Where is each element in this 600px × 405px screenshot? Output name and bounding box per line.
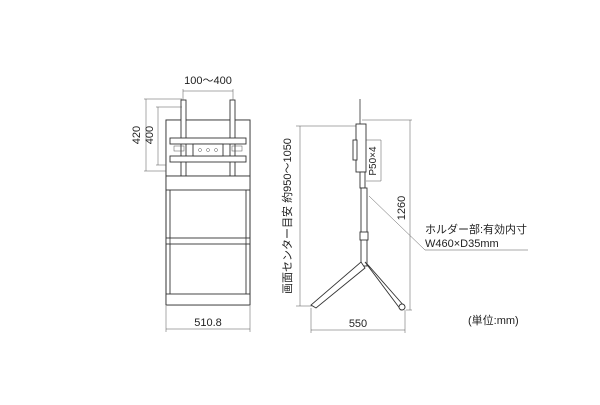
middle-shelf [165, 237, 251, 245]
mount-center-plate [192, 143, 224, 157]
vesa-mount-clamp [352, 139, 358, 161]
pole-collar [359, 231, 369, 241]
vesa-mount-lower [359, 171, 366, 189]
front-leg [310, 261, 366, 309]
vesa-width-label: 100～400 [184, 75, 232, 87]
mount-hole [214, 148, 218, 152]
main-pole [360, 187, 368, 267]
screen-center-dimension: 画面センター目安 約950～1050 [280, 125, 358, 307]
vesa-mount-bracket [355, 123, 367, 173]
unit-note: (単位:mm) [468, 313, 519, 327]
mount-hole [198, 148, 202, 152]
height-inner-label: 400 [144, 126, 156, 144]
total-height-label: 1260 [396, 196, 408, 220]
holder-leader-line [368, 195, 426, 251]
height-outer-label: 420 [131, 126, 143, 144]
rear-leg [364, 261, 406, 311]
mount-slot-right [231, 145, 243, 152]
base-depth-label: 550 [349, 318, 367, 330]
vesa-pattern-label: P50×4 [368, 146, 379, 176]
holder-shelf-top [165, 175, 251, 191]
bottom-shelf [165, 293, 251, 306]
mount-slot-left [173, 145, 185, 152]
mount-bar-top [169, 137, 247, 145]
base-width-label: 510.8 [194, 317, 222, 329]
holder-size-label: W460×D35mm [425, 238, 499, 250]
leg-foot [398, 303, 406, 311]
holder-label: ホルダー部:有効内寸 [425, 222, 527, 236]
side-view: P50×4 1260 550 ホルダー部:有効内寸 W460×D35mm [310, 99, 528, 333]
mount-hole [206, 148, 210, 152]
screen-center-label: 画面センター目安 約950～1050 [280, 138, 294, 294]
front-view: 100～400 420 400 510.8 [131, 75, 251, 332]
mount-bar-bottom [169, 155, 247, 163]
